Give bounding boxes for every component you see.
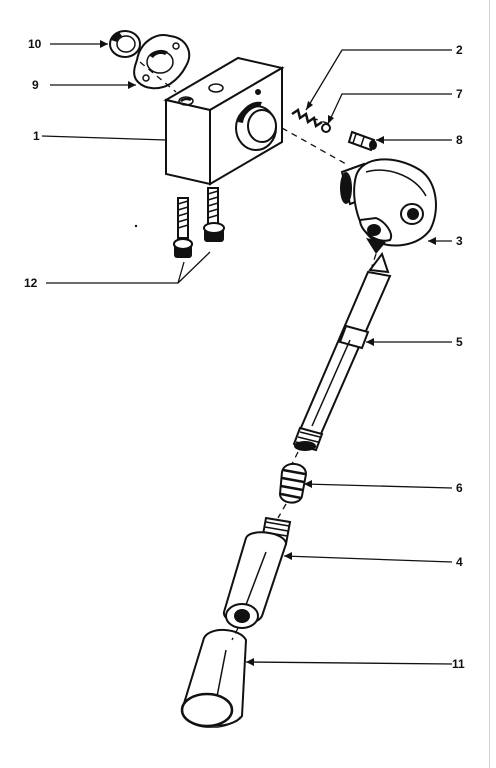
callout-4: 4: [456, 555, 463, 569]
assembly-centerlines: [139, 61, 377, 641]
callout-12: 12: [24, 276, 38, 290]
callout-6: 6: [456, 481, 463, 495]
part-4-sleeve: [223, 516, 292, 629]
part-12-screws: [173, 187, 225, 258]
callout-2: 2: [456, 43, 463, 57]
part-10-ring: [109, 30, 141, 58]
print-speck: [134, 224, 138, 228]
part-5-shaft: [292, 251, 392, 452]
part-8-pin: [347, 130, 377, 152]
callout-labels: 10 9 1 2 7 8 3 12 5 6 4 11: [24, 37, 465, 671]
callout-8: 8: [456, 133, 463, 147]
part-6-spring: [278, 463, 308, 504]
callout-1: 1: [33, 129, 40, 143]
part-3-hub: [340, 158, 437, 254]
scan-edge: [489, 0, 496, 768]
callout-9: 9: [32, 78, 39, 92]
callout-11: 11: [452, 657, 465, 671]
callout-7: 7: [456, 87, 463, 101]
leader-lines: [41, 43, 453, 665]
part-7-ball: [321, 123, 331, 133]
part-1-body-block: [163, 56, 285, 186]
part-9-gasket: [133, 34, 191, 90]
callout-10: 10: [28, 37, 42, 51]
callout-3: 3: [456, 234, 463, 248]
callout-5: 5: [456, 335, 463, 349]
part-2-spring: [291, 107, 323, 129]
arrowheads: [100, 40, 436, 666]
part-11-handle: [180, 629, 248, 729]
